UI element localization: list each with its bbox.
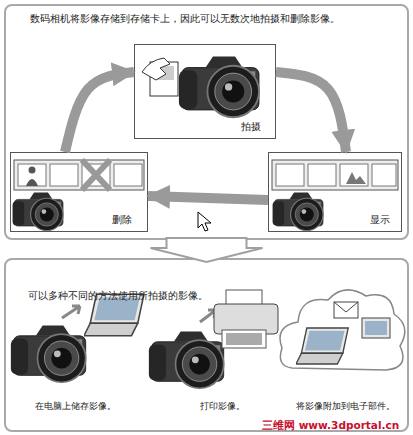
photo-frame [340,164,368,186]
cloud-shape [280,290,405,370]
caption-text: 打印影像。 [200,400,245,412]
laptop-icon [296,328,348,364]
cycle-arrow [65,72,134,152]
cycle-arrow [276,72,346,152]
mouse-cursor [198,212,211,231]
camera-icon [13,192,63,230]
person-body [26,179,38,186]
watermark: 三维网 www.3dportal.cn [262,419,399,431]
hand-symbol [142,58,170,80]
delete-cross [82,160,110,190]
camera-icon [179,57,259,118]
film-strip [272,160,398,190]
photo-frame [372,164,396,186]
step-label: 显示 [370,214,390,226]
panel-heading: 可以多种不同的方法使用所拍摄的影像。 [28,290,208,302]
step-box: 显示 [268,152,402,232]
panel-heading: 数码相机将影像存储到存储卡上，因此可以无数次地拍摄和删除影像。 [30,13,340,25]
photo-frame [276,164,304,186]
landscape-image [346,172,366,184]
step-label: 删除 [112,214,132,226]
device-display [365,321,387,335]
caption-text: 在电脑上储存影像。 [35,400,116,412]
photo-frame [50,164,78,186]
caption-text: 将影像附加到电子部件。 [296,400,395,412]
cycle-arrow [148,196,268,200]
device-screen [362,318,390,338]
camera-icon [273,192,323,230]
person-head [29,167,36,174]
printed-photo [222,330,266,348]
film-strip [14,160,144,190]
flow-block-arrow [151,238,263,262]
photo-frame [114,164,142,186]
step-label: 拍摄 [241,121,261,133]
camera-icon [149,331,224,388]
mail-envelope [334,302,358,318]
envelope-flap [334,302,358,312]
photo-frame [18,164,46,186]
transfer-arrow [62,306,80,318]
step-box: 拍摄 [134,44,276,139]
step-box: 删除 [10,152,148,232]
photo-image [226,333,262,345]
camera-icon [11,325,86,382]
group-panel: 拍摄删除 显示 数码相机将影像存储到存储卡上，因此可以无数次地拍摄和删除影像。 [4,4,409,240]
photo-frame [308,164,336,186]
